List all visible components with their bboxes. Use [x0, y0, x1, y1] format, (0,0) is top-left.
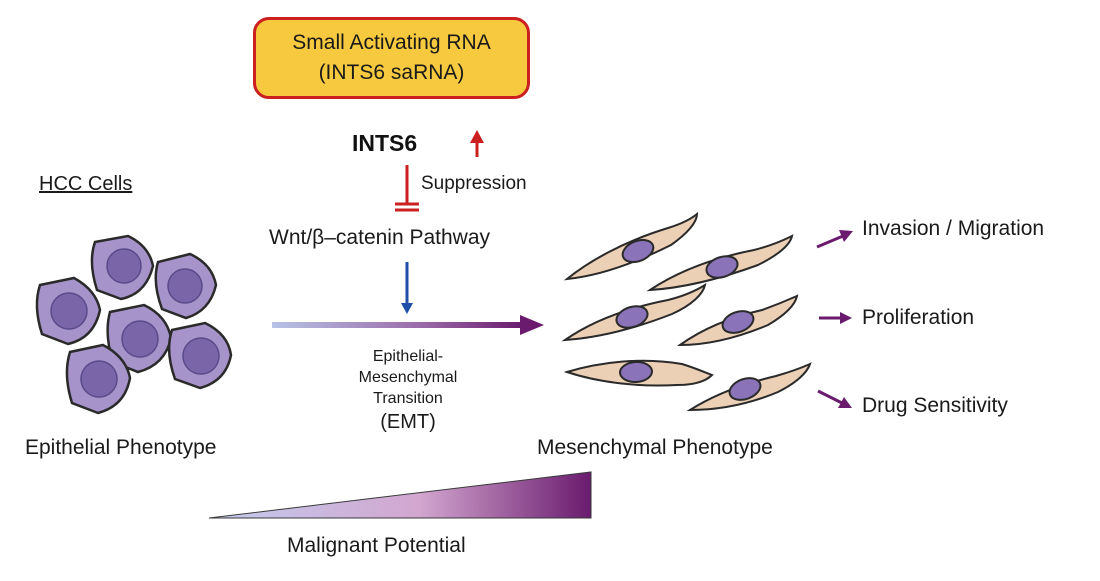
suppression-label: Suppression [421, 173, 527, 194]
mesenchymal-phenotype-label: Mesenchymal Phenotype [537, 436, 773, 459]
outcome-arrows [816, 230, 853, 408]
epithelial-cell [167, 321, 233, 390]
invasion-arrow [816, 230, 853, 249]
malignant-potential-label: Malignant Potential [287, 534, 466, 557]
sarna-title: Small Activating RNA [292, 31, 491, 54]
sarna-box: Small Activating RNA (INTS6 saRNA) [253, 17, 530, 99]
upregulation-arrow [470, 130, 484, 157]
epithelial-cell [35, 276, 102, 346]
outcome-drug-sensitivity: Drug Sensitivity [862, 394, 1008, 417]
drug-sensitivity-arrow [817, 389, 852, 408]
epithelial-cell [90, 234, 155, 301]
epithelial-cell [65, 343, 132, 415]
mesenchymal-cell [563, 211, 699, 281]
emt-label: Epithelial- Mesenchymal Transition (EMT) [318, 346, 498, 435]
mesenchymal-cell [561, 282, 707, 342]
epithelial-cell [106, 303, 173, 374]
emt-abbreviation: (EMT) [380, 411, 436, 433]
epithelial-cell-cluster [35, 234, 233, 415]
hcc-cells-title: HCC Cells [39, 173, 133, 195]
emt-line-1: Epithelial- [372, 348, 444, 365]
mesenchymal-cell [686, 362, 812, 412]
pathway-down-arrow [401, 262, 413, 314]
mesenchymal-cell [646, 234, 794, 292]
emt-line-2: Mesenchymal [358, 369, 458, 386]
pathway-label: Wnt/β–catenin Pathway [269, 226, 491, 249]
malignant-potential-wedge [208, 471, 592, 519]
outcome-proliferation: Proliferation [862, 306, 975, 329]
mesenchymal-cell [676, 294, 799, 347]
mesenchymal-cell-group [561, 211, 812, 412]
epithelial-cell [154, 252, 218, 320]
emt-arrow [272, 315, 544, 335]
gene-label: INTS6 [352, 130, 418, 156]
sarna-subtitle: (INTS6 saRNA) [318, 61, 465, 84]
suppression-inhibitor [395, 165, 419, 212]
emt-line-3: Transition [373, 390, 443, 407]
mesenchymal-cell [563, 359, 714, 387]
epithelial-phenotype-label: Epithelial Phenotype [25, 436, 217, 459]
proliferation-arrow [819, 312, 852, 324]
outcome-invasion-migration: Invasion / Migration [862, 217, 1045, 240]
